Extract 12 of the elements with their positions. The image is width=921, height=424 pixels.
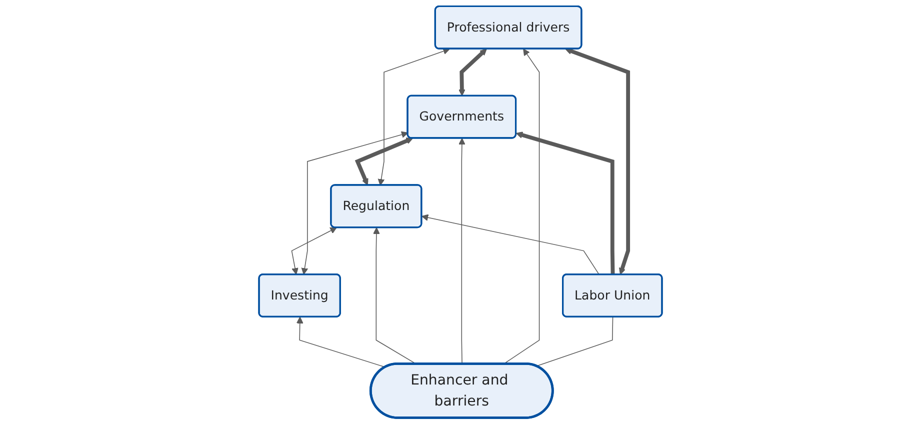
arrow — [291, 227, 337, 275]
arrow — [458, 138, 466, 364]
arrow — [503, 48, 540, 364]
arrow — [301, 131, 408, 275]
arrow — [421, 214, 600, 276]
connector — [536, 316, 614, 367]
arrow — [354, 138, 413, 186]
arrow — [458, 48, 487, 96]
arrow — [565, 48, 630, 275]
arrow — [378, 48, 450, 186]
arrow — [296, 316, 386, 368]
arrow — [516, 132, 615, 275]
